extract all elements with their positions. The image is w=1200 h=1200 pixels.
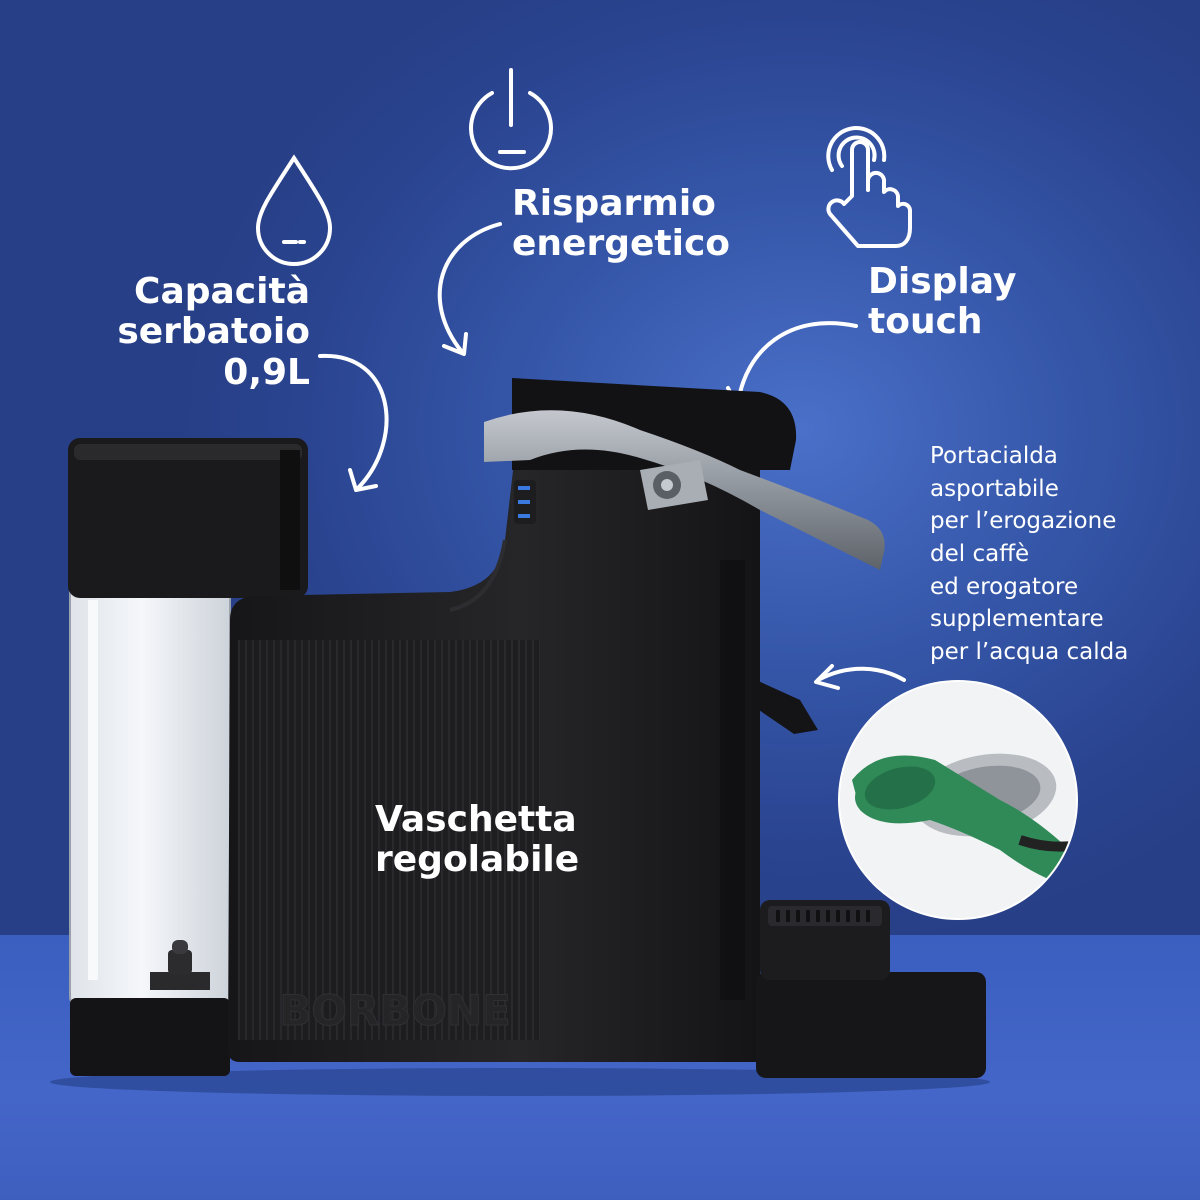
holder-line-4: del caffè xyxy=(930,540,1030,567)
energy-line-1: Risparmio xyxy=(512,183,716,224)
holder-line-6: supplementare xyxy=(930,606,1104,633)
capacity-line-3: 0,9L xyxy=(223,351,310,393)
holder-line-3: per l’erogazione xyxy=(930,508,1117,535)
display-label: Display touch xyxy=(868,261,1088,343)
power-icon xyxy=(469,68,553,171)
arrow-capacity xyxy=(318,353,389,492)
holder-description: Portacialda asportabile per l’erogazione… xyxy=(930,440,1180,669)
drip-tray[interactable] xyxy=(756,900,986,1078)
holder-line-5: ed erogatore xyxy=(930,573,1079,600)
capacity-label: Capacità serbatoio 0,9L xyxy=(90,271,310,393)
display-line-1: Display xyxy=(868,261,1017,302)
energy-label: Risparmio energetico xyxy=(512,183,772,265)
capacity-line-2: serbatoio xyxy=(117,311,310,353)
touch-hand-icon xyxy=(826,126,912,248)
arrow-energy xyxy=(437,222,502,356)
display-line-2: touch xyxy=(868,301,983,343)
holder-detail-circle xyxy=(838,680,1078,920)
water-drop-icon xyxy=(255,154,333,266)
machine-body xyxy=(228,410,760,1062)
tray-line-1: Vaschetta xyxy=(375,799,577,840)
capacity-line-1: Capacità xyxy=(134,271,310,312)
tray-label: Vaschetta regolabile xyxy=(375,799,635,881)
arrow-holder xyxy=(814,664,906,690)
energy-line-2: energetico xyxy=(512,223,731,265)
holder-line-1: Portacialda xyxy=(930,443,1058,469)
holder-line-2: asportabile xyxy=(930,475,1059,502)
brand-embossed: BORBONE xyxy=(279,986,511,1035)
machine-shadow xyxy=(50,1068,990,1096)
holder-handle[interactable] xyxy=(484,410,885,570)
tank-base xyxy=(70,998,230,1076)
holder-line-7: per l’acqua calda xyxy=(930,638,1129,665)
water-tank xyxy=(68,438,308,1006)
tray-line-2: regolabile xyxy=(375,839,580,881)
hot-water-spout xyxy=(756,680,818,734)
